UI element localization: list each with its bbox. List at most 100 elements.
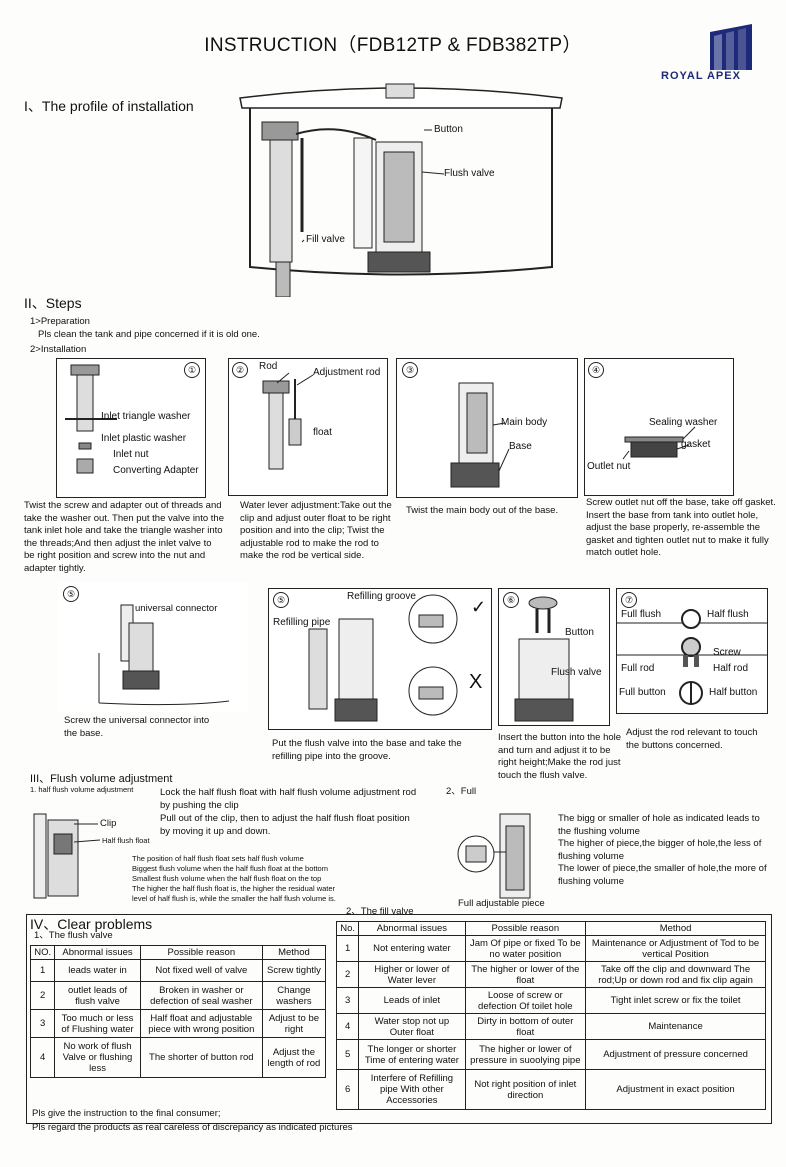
lock-text: Lock the half flush float with half flus… [160, 787, 417, 811]
table-cell: The higher or lower of the float [464, 961, 587, 988]
label-full-flush: Full flush [621, 609, 662, 620]
half-flush-notes: The position of half flush float sets ha… [132, 854, 352, 904]
table-row: 1 Not entering water Jam Of pipe or fixe… [335, 935, 766, 962]
step3-caption: Twist the main body out of the base. [406, 505, 559, 516]
note-line: Biggest flush volume when the half flush… [132, 864, 328, 873]
table-cell: 4 [335, 1013, 360, 1040]
flush-valve-table: NO. Abnormal issues Possible reason Meth… [29, 945, 327, 1078]
label-button: Button [434, 124, 463, 135]
label-float: float [313, 427, 332, 438]
page-title: INSTRUCTION（FDB12TP & FDB382TP） [204, 35, 582, 56]
step7-panel: ⑦ Full flush Half flush Screw Full rod H… [616, 588, 768, 714]
label-adjustment-rod: Adjustment rod [313, 367, 381, 378]
section1-heading: I、The profile of installation [24, 98, 194, 114]
section4-heading: IV、Clear problems [30, 916, 153, 932]
table-cell: Not entering water [358, 935, 466, 962]
table-cell: The shorter of button rod [139, 1037, 263, 1078]
label-base: Base [509, 441, 532, 452]
note-line: Smallest flush volume when the half flus… [132, 874, 322, 883]
step4-panel: ④ Sealing washer gasket Outlet nut [584, 358, 734, 496]
table-cell: 5 [335, 1039, 360, 1070]
table-cell: Loose of screw or defection Of toilet ho… [464, 987, 587, 1014]
footer-line-2: Pls regard the products as real careless… [32, 1122, 353, 1133]
pull-text: Pull out of the clip, then to adjust the… [160, 813, 410, 837]
table-cell: Maintenance or Adjustment of Tod to be v… [585, 935, 766, 962]
table-cell: Jam Of pipe or fixed To be no water posi… [464, 935, 587, 962]
brand-logo [640, 18, 770, 88]
label-gasket: gasket [681, 439, 711, 450]
label-full-button: Full button [619, 687, 666, 698]
step2-caption: Water lever adjustment:Take out the clip… [240, 500, 392, 561]
label-half-button: Half button [709, 687, 758, 698]
table-header: Possible reason [139, 945, 263, 960]
section2-heading: II、Steps [24, 295, 82, 311]
table-cell: 2 [29, 981, 56, 1010]
label-half-flush: Half flush [707, 609, 749, 620]
table-row: 3 Too much or less of Flushing water Hal… [29, 1009, 327, 1038]
table1-title: 1、The flush valve [34, 930, 113, 941]
label-flush-valve: Flush valve [444, 168, 495, 179]
table-row: 6 Interfere of Refilling pipe With other… [335, 1069, 766, 1110]
table-header: Abnormal issues [54, 945, 141, 960]
ng-cross-icon: X [469, 671, 483, 693]
full-text-line: The higher of piece,the bigger of hole,t… [558, 838, 762, 862]
table-row: 5 The longer or shorter Time of entering… [335, 1039, 766, 1070]
label-clip: Clip [100, 818, 117, 829]
step6-panel: ⑥ Button Flush valve [498, 588, 610, 726]
table-row: 4 No work of flush Valve or flushing les… [29, 1037, 327, 1078]
table-cell: Broken in washer or defection of seal wa… [139, 981, 263, 1010]
label-half-flush-float: Half flush float [102, 836, 150, 845]
label-half-rod: Half rod [713, 663, 749, 674]
table-cell: leads water in [54, 959, 141, 982]
table-cell: 2 [335, 961, 360, 988]
table-header: Method [261, 945, 327, 960]
table-cell: The higher or lower of pressure in suool… [464, 1039, 587, 1070]
label-flush-valve: Flush valve [551, 667, 602, 678]
table-header: Possible reason [464, 921, 587, 936]
label-inlet-plastic-washer: Inlet plastic washer [101, 433, 187, 444]
installation-profile-diagram: Button Flush valve Fill valve [236, 82, 566, 297]
table-cell: Leads of inlet [358, 987, 466, 1014]
label-fill-valve: Fill valve [306, 234, 345, 245]
full-adjustable-diagram: Full adjustable piece [456, 812, 552, 909]
label-converting-adapter: Converting Adapter [113, 465, 199, 476]
label-button: Button [565, 627, 594, 638]
label-inlet-triangle-washer: Inlet triangle washer [101, 411, 191, 422]
table-cell: 6 [335, 1069, 360, 1110]
section4-frame [26, 914, 772, 1124]
brand-name: ROYAL APEX [661, 70, 741, 82]
full-text-line: The bigg or smaller of hole as indicated… [558, 813, 760, 837]
table-cell: Screw tightly [261, 959, 327, 982]
step5a-panel: ⑤ universal connector [58, 582, 248, 712]
table-cell: Adjustment of pressure concerned [585, 1039, 766, 1070]
table-cell: Maintenance [585, 1013, 766, 1040]
step5b-caption: Put the flush valve into the base and ta… [272, 738, 462, 762]
table-cell: Adjustment in exact position [585, 1069, 766, 1110]
label-full-rod: Full rod [621, 663, 655, 674]
step-number: ③ [402, 362, 418, 378]
full-text: The bigg or smaller of hole as indicated… [558, 813, 770, 888]
table-cell: Half float and adjustable piece with wro… [139, 1009, 263, 1038]
step5b-panel: ⑤ Refilling groove Refilling pipe ✓ X [268, 588, 492, 730]
note-line: The higher the half flush float is, the … [132, 884, 336, 893]
table-cell: 3 [29, 1009, 56, 1038]
table-cell: Water stop not up Outer float [358, 1013, 466, 1040]
step2-panel: ② Rod Adjustment rod float [228, 358, 388, 496]
step5a-caption: Screw the universal connector into the b… [64, 715, 210, 739]
table-header: Method [585, 921, 766, 936]
table-cell: Dirty in bottom of outer float [464, 1013, 587, 1040]
label-inlet-nut: Inlet nut [113, 449, 149, 460]
label-universal-connector: universal connector [135, 603, 218, 614]
table-cell: Interfere of Refilling pipe With other A… [358, 1069, 466, 1110]
table-cell: Too much or less of Flushing water [54, 1009, 141, 1038]
table-cell: Not fixed well of valve [139, 959, 263, 982]
table-cell: Adjust the length of rod [261, 1037, 327, 1078]
note-line: The position of half flush float sets ha… [132, 854, 304, 863]
footer-line-1: Pls give the instruction to the final co… [32, 1108, 221, 1119]
step-number: ⑥ [503, 592, 519, 608]
step7-caption: Adjust the rod relevant to touch the but… [626, 727, 758, 751]
note-line: level of half flush is, while the smalle… [132, 894, 336, 903]
step-number: ⑤ [63, 586, 79, 602]
step6-caption: Insert the button into the hole and turn… [498, 732, 622, 781]
ok-check-icon: ✓ [471, 597, 487, 617]
